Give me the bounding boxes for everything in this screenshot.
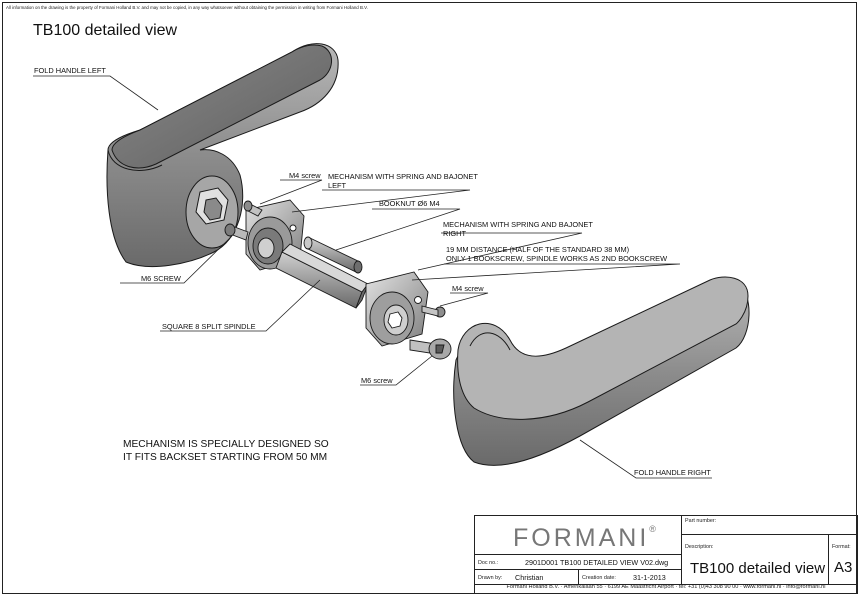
part-number-cell: Part number: [681, 515, 858, 535]
description-value: TB100 detailed view [690, 560, 826, 577]
copyright-notice: All information on the drawing is the pr… [6, 5, 368, 10]
callout-distance-line2: ONLY 1 BOOKSCREW, SPINDLE WORKS AS 2ND B… [446, 253, 668, 263]
footer-cell [474, 584, 858, 594]
creation-date-value: 31-1-2013 [633, 573, 666, 582]
callout-mechanism-right-line2: RIGHT [443, 228, 466, 238]
creation-date-cell: Creation date: 31-1-2013 [578, 569, 682, 585]
callout-m6-screw-left: M6 SCREW [141, 274, 181, 283]
design-note-line1: MECHANISM IS SPECIALLY DESIGNED SO [123, 439, 329, 450]
m4-screw-left [243, 200, 263, 217]
doc-no-value: 2901D001 TB100 DETAILED VIEW V02.dwg [525, 558, 669, 567]
callout-m4-screw-left: M4 screw [289, 171, 321, 180]
fold-handle-right [453, 276, 750, 466]
description-label: Description: [685, 544, 714, 550]
registered-mark: ® [649, 524, 656, 534]
m4-screw-right [421, 305, 446, 318]
design-note-line2: IT FITS BACKSET STARTING FROM 50 MM [123, 452, 328, 463]
callout-distance: 19 MM DISTANCE (HALF OF THE STANDARD 38 … [446, 245, 668, 263]
part-number-label: Part number: [685, 518, 717, 524]
drawn-by-label: Drawn by: [478, 575, 503, 581]
m6-screw-right [409, 338, 452, 360]
format-value: A3 [834, 559, 853, 576]
callout-m6-screw-right: M6 screw [361, 376, 393, 385]
callout-mechanism-left-line2: LEFT [328, 180, 347, 190]
fold-handle-left [106, 43, 339, 268]
callout-distance-line1: 19 MM DISTANCE (HALF OF THE STANDARD 38 … [446, 245, 630, 254]
doc-no-label: Doc no.: [478, 560, 499, 566]
callout-m4-screw-right: M4 screw [452, 284, 484, 293]
title-block-logo-cell: FORMANI® [474, 515, 682, 555]
callout-mechanism-right: MECHANISM WITH SPRING AND BAJONET RIGHT [443, 220, 593, 238]
format-label: Format: [832, 544, 851, 550]
booknut [303, 236, 363, 274]
callout-square-spindle: SQUARE 8 SPLIT SPINDLE [162, 322, 256, 331]
callout-booknut: BOOKNUT Ø6 M4 [379, 199, 440, 208]
drawn-by-value: Christian [515, 573, 544, 582]
formani-logo: FORMANI® [513, 524, 656, 553]
callout-fold-handle-right: FOLD HANDLE RIGHT [634, 468, 711, 477]
m6-screw-left [224, 223, 249, 241]
square-split-spindle [275, 243, 369, 309]
callout-fold-handle-left: FOLD HANDLE LEFT [34, 66, 106, 75]
design-note: MECHANISM IS SPECIALLY DESIGNED SO IT FI… [123, 438, 329, 464]
leader-lines [33, 75, 712, 479]
mechanism-right [365, 271, 429, 347]
sheet-title: TB100 detailed view [33, 22, 178, 39]
brand-name: FORMANI [513, 524, 650, 552]
callout-mechanism-right-line1: MECHANISM WITH SPRING AND BAJONET [443, 220, 593, 229]
company-footer: Formani Holland B.V. · Amerikalaan 55 · … [506, 584, 826, 590]
callout-mechanism-left-line1: MECHANISM WITH SPRING AND BAJONET [328, 172, 478, 181]
title-block: FORMANI® Part number: Description: TB100… [474, 515, 858, 594]
creation-date-label: Creation date: [582, 575, 616, 581]
callout-mechanism-left: MECHANISM WITH SPRING AND BAJONET LEFT [328, 172, 478, 190]
doc-no-cell: Doc no.: 2901D001 TB100 DETAILED VIEW V0… [474, 554, 682, 570]
drawn-by-cell: Drawn by: Christian [474, 569, 579, 585]
